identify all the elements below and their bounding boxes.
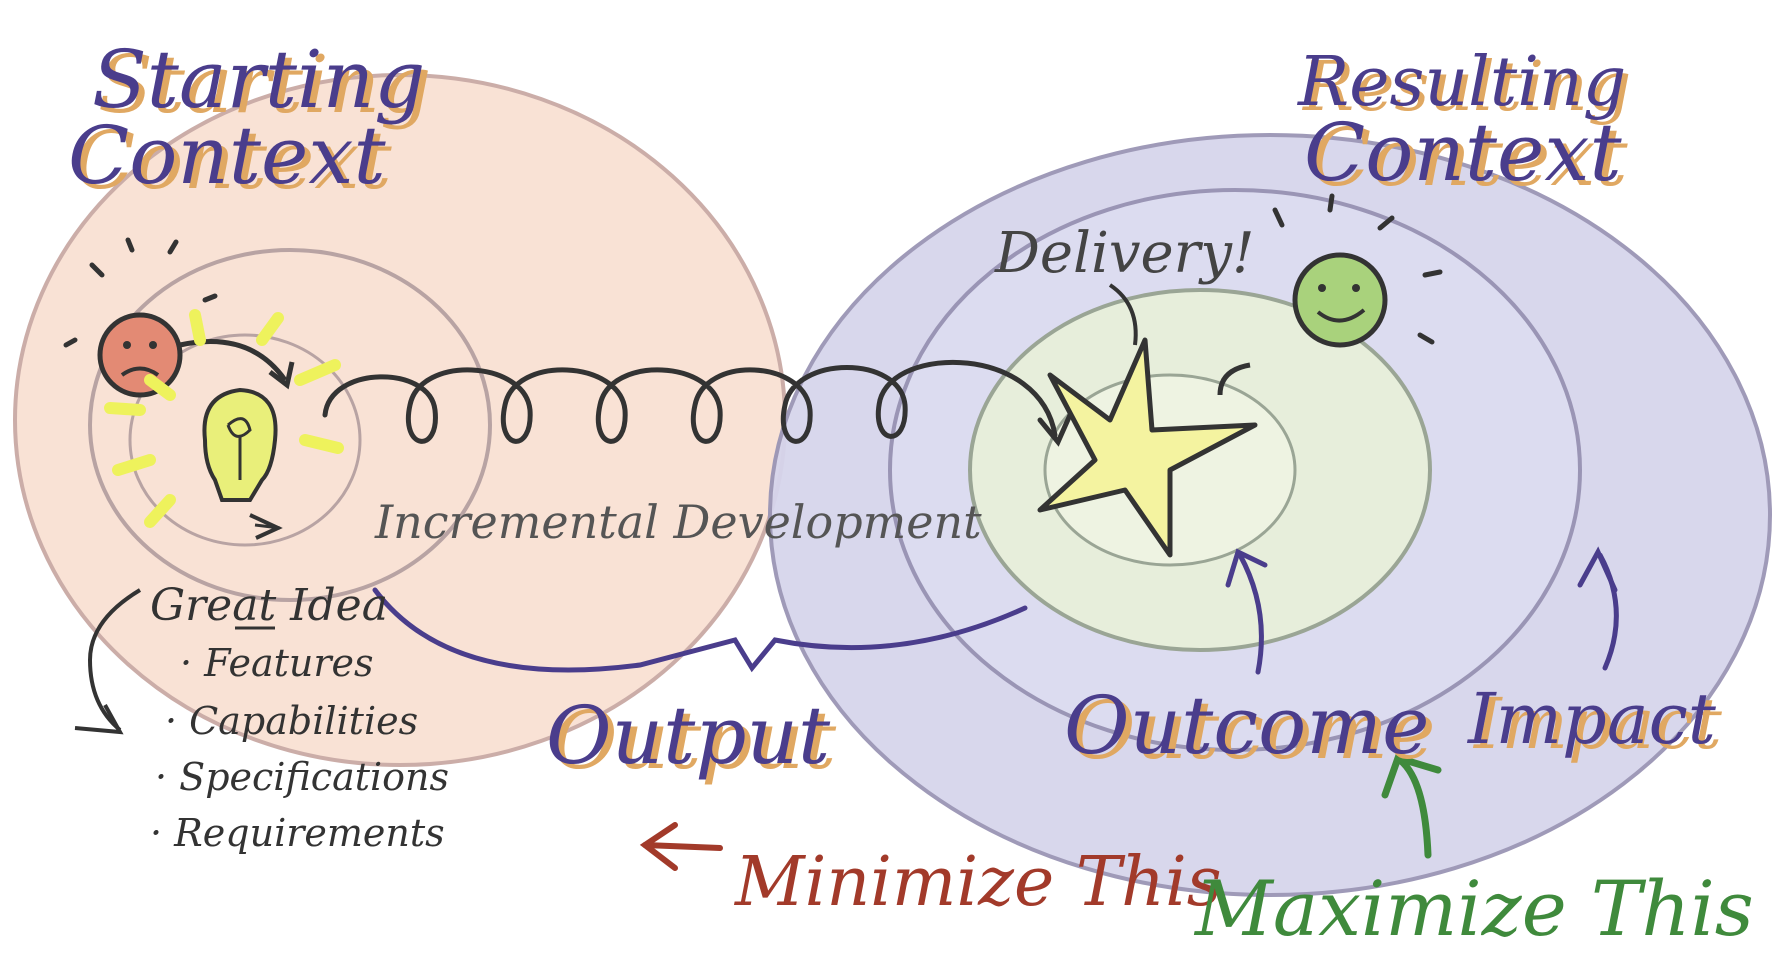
starting-context-title-line2: Context [68, 109, 387, 202]
idea-item-specifications: · Specifications [155, 755, 449, 799]
light-bulb-icon [104, 309, 344, 540]
impact-label: Impact [1466, 678, 1717, 760]
idea-item-capabilities: · Capabilities [165, 699, 418, 743]
delivery-bracket [1217, 362, 1251, 396]
delivery-star-icon [1037, 337, 1258, 558]
resulting-context-title-line2: Context [1304, 106, 1623, 199]
outcome-arrow-icon [1225, 548, 1268, 675]
delivery-label: Delivery! [994, 221, 1255, 286]
incremental-development-label: Incremental Development [374, 495, 982, 549]
svg-text:Context: Context [74, 114, 393, 207]
happy-face-icon [1272, 193, 1443, 348]
svg-text:Resulting: Resulting [1301, 48, 1631, 127]
idea-item-features: · Features [180, 641, 374, 685]
incremental-development-loops [322, 359, 1073, 447]
sad-face-icon [63, 237, 218, 398]
svg-text:Outcome: Outcome [1070, 684, 1435, 777]
idea-item-requirements: · Requirements [150, 811, 445, 855]
outcome-label: Outcome [1064, 679, 1429, 772]
delivery-pointer [1108, 283, 1138, 346]
great-idea-label: Great Idea [150, 580, 388, 631]
impact-arrow-icon [1577, 546, 1619, 671]
svg-text:Impact: Impact [1472, 683, 1723, 765]
great-idea-bracket [87, 588, 142, 732]
resulting-context-title-line1: Resulting [1296, 43, 1626, 122]
maximize-label: Maximize This [1193, 864, 1754, 953]
svg-text:Starting: Starting [98, 38, 431, 131]
minimize-arrow-icon [639, 822, 723, 871]
starting-context-title-line1: Starting [92, 33, 425, 126]
output-connector [372, 587, 1028, 673]
output-label: Output [546, 689, 831, 782]
maximize-arrow-icon [1381, 753, 1442, 859]
svg-text:Output: Output [552, 694, 837, 787]
resulting-context-rings [768, 133, 1772, 897]
minimize-label: Minimize This [733, 843, 1222, 922]
svg-text:Context: Context [1310, 111, 1629, 204]
